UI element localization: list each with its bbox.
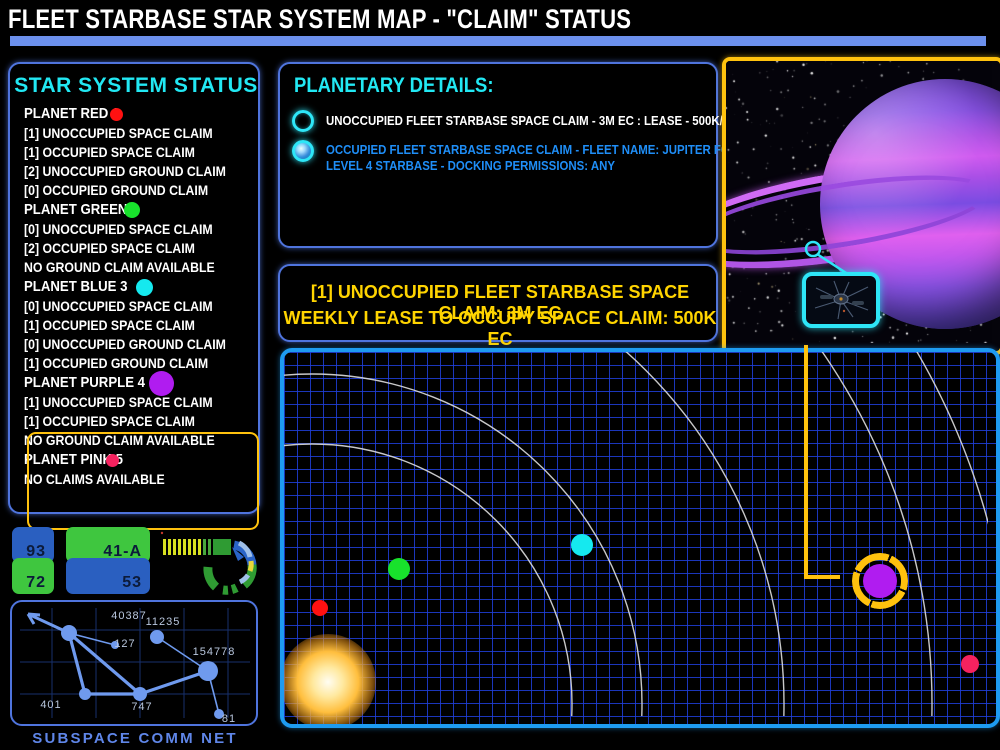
net-node-127[interactable] [111,641,119,649]
subspace-comm-net-panel: 40387 127 11235 154778 401 747 81 [10,600,258,726]
claim-cost-line-2: WEEKLY LEASE TO OCCUPY SPACE CLAIM: 500K… [283,308,717,349]
planet-name: PLANET PURPLE 4 [24,374,146,391]
planet-header-2[interactable]: PLANET GREEN 2 [24,200,262,220]
claim-line: [1] OCCUPIED SPACE CLAIM [24,413,195,429]
star-system-map[interactable] [280,348,1000,728]
planet-name: PLANET BLUE 3 [24,278,128,295]
star-sun [284,634,376,724]
planetary-details-panel: PLANETARY DETAILS: UNOCCUPIED FLEET STAR… [278,62,757,248]
net-node-747[interactable] [133,687,147,701]
lcars-button-53[interactable]: 53 [66,558,150,594]
lcars-button-93[interactable]: 93 [12,527,54,563]
lcars-button-72[interactable]: 72 [12,558,54,594]
map-planet-4[interactable] [863,564,897,598]
sidebar-title: STAR SYSTEM STATUS [14,74,258,97]
subspace-net-label: SUBSPACE COMM NET [32,730,238,747]
network-graph[interactable]: 40387 127 11235 154778 401 747 81 [12,602,256,724]
map-planet-1[interactable] [312,600,328,616]
claim-line: [1] OCCUPIED GROUND CLAIM [24,355,209,371]
star-system-status-panel: STAR SYSTEM STATUS PLANET RED 1 [1] UNOCC… [8,62,262,530]
net-node-label: 401 [40,699,61,711]
planet-image-panel[interactable] [722,57,1000,355]
planet-name: PLANET PINK 5 [24,451,124,468]
planet-color-dot [149,370,174,396]
map-planet-3[interactable] [571,534,593,556]
lcars-button-label: 93 [26,543,46,560]
claim-line: [1] OCCUPIED SPACE CLAIM [24,317,195,333]
page-title: FLEET STARBASE STAR SYSTEM MAP - "CLAIM"… [8,4,632,34]
claim-cost-line-1: [1] UNOCCUPIED FLEET STARBASE SPACE CLAI… [310,282,690,323]
starfield [726,61,1000,351]
claim-line: [1] UNOCCUPIED SPACE CLAIM [24,394,213,410]
claim-line: NO GROUND CLAIM AVAILABLE [24,432,215,448]
claim-line: [2] OCCUPIED SPACE CLAIM [24,240,195,256]
filled-circle-icon [292,140,314,162]
details-title: PLANETARY DETAILS: [294,74,494,97]
hollow-circle-icon [292,110,314,132]
planet-header-3[interactable]: PLANET BLUE 3 [24,277,262,297]
claim-line: [0] UNOCCUPIED GROUND CLAIM [24,336,226,352]
net-node-label: 11235 [146,616,181,628]
net-node-40387[interactable] [61,625,77,641]
net-node-154778[interactable] [198,661,218,681]
net-node-label: 81 [222,713,236,724]
planet-status-list[interactable]: PLANET RED 1 [1] UNOCCUPIED SPACE CLAIM [1… [24,104,262,489]
net-node-label: 40387 [111,610,147,622]
map-planet-2[interactable] [388,558,410,580]
net-node-81[interactable] [214,709,224,719]
claim-line: [0] UNOCCUPIED SPACE CLAIM [24,298,213,314]
net-node-label: 127 [114,638,135,650]
net-node-label: 747 [131,701,152,713]
planet-header-1[interactable]: PLANET RED 1 [24,104,262,124]
planet-color-dot [110,107,123,121]
claim-line: NO GROUND CLAIM AVAILABLE [24,259,215,275]
planet-color-dot [106,453,119,467]
legend-unoccupied-label: UNOCCUPIED FLEET STARBASE SPACE CLAIM - … [326,113,758,128]
lcars-button-label: 41-A [103,543,142,560]
radial-gauge [160,531,257,595]
header-accent-bar [10,36,986,46]
planet-header-4[interactable]: PLANET PURPLE 4 [24,370,262,396]
claim-line: [1] OCCUPIED SPACE CLAIM [24,144,195,160]
legend-occupied-label-line1: OCCUPIED FLEET STARBASE SPACE CLAIM - FL… [326,142,754,157]
claim-line: [0] OCCUPIED GROUND CLAIM [24,182,209,198]
claim-line: NO CLAIMS AVAILABLE [24,471,165,487]
starbase-icon [814,280,869,320]
claim-line: [1] UNOCCUPIED SPACE CLAIM [24,125,213,141]
net-node-11235[interactable] [150,630,164,644]
claim-cost-panel: [1] UNOCCUPIED FLEET STARBASE SPACE CLAI… [278,264,718,349]
planet-color-dot [124,202,140,218]
planet-color-dot [136,278,153,296]
starbase-callout-box[interactable] [802,272,880,328]
lcars-button-label: 53 [122,574,142,591]
net-node-label: 154778 [193,646,236,658]
orbit-paths [284,352,988,716]
map-planet-5[interactable] [961,655,979,673]
lcars-button-label: 72 [26,574,46,591]
planet-header-5[interactable]: PLANET PINK 5 [24,450,262,470]
claim-line: [0] UNOCCUPIED SPACE CLAIM [24,221,213,237]
claim-line: [2] UNOCCUPIED GROUND CLAIM [24,163,226,179]
net-node-401[interactable] [79,688,91,700]
planet-name: PLANET RED 1 [24,105,120,122]
selection-reticle [852,553,908,609]
lcars-button-41-a[interactable]: 41-A [66,527,150,563]
planet-name: PLANET GREEN 2 [24,201,139,218]
legend-occupied-label-line2: LEVEL 4 STARBASE - DOCKING PERMISSIONS: … [326,158,616,173]
